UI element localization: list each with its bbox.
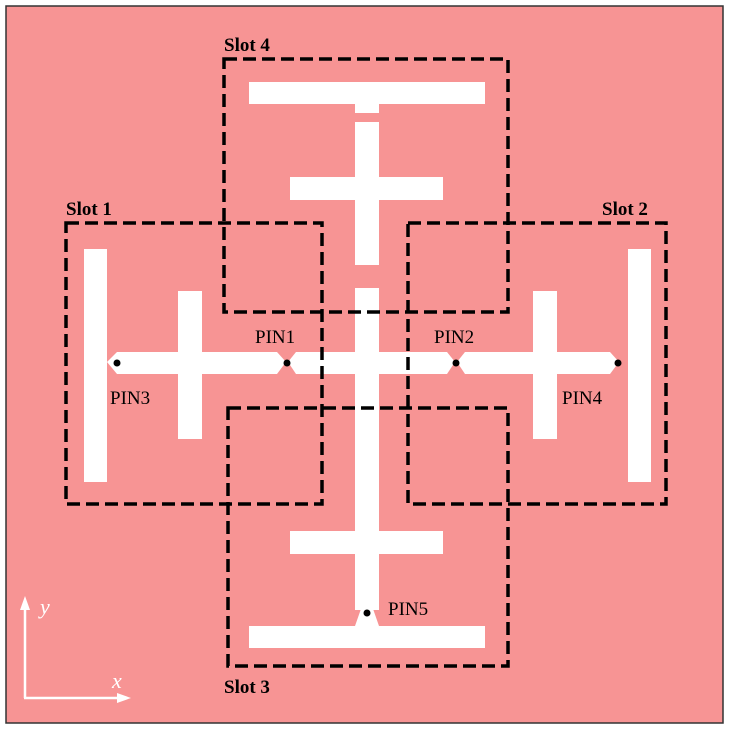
slot2-label: Slot 2 — [602, 199, 648, 220]
pin3-left-taper — [107, 352, 117, 374]
pin2-dot — [452, 359, 460, 367]
slot3-label: Slot 3 — [224, 677, 270, 698]
pin4-label: PIN4 — [562, 388, 603, 409]
pin1-right-taper — [288, 352, 296, 374]
pin2-left-taper — [447, 352, 455, 374]
pin5-dot — [363, 609, 371, 617]
right-outer-vertical — [628, 249, 651, 482]
pin5-label: PIN5 — [388, 599, 428, 620]
pin3-dot — [113, 359, 121, 367]
slot4-label: Slot 4 — [224, 35, 270, 56]
feed-center — [296, 352, 447, 374]
pin4-dot — [614, 359, 622, 367]
x-axis-label: x — [111, 668, 122, 693]
left-inner-vertical — [178, 291, 202, 439]
pin1-left-taper — [277, 352, 286, 374]
right-slot-structure — [533, 249, 651, 482]
pin3-label: PIN3 — [110, 388, 150, 409]
bottom-bar — [249, 626, 485, 648]
slot1-label: Slot 1 — [66, 199, 112, 220]
slot4-box — [222, 57, 510, 314]
pin1-label: PIN1 — [255, 327, 295, 348]
pin2-right-taper — [457, 352, 465, 374]
slot2-box — [406, 221, 668, 506]
pin1-dot — [283, 359, 291, 367]
y-axis-label: y — [38, 594, 50, 619]
central-vertical — [355, 288, 379, 610]
central-slot-structure — [249, 288, 485, 648]
upper-cross — [290, 177, 443, 200]
top-slot-structure — [249, 82, 485, 265]
slot1-box — [64, 221, 324, 506]
pin2-label: PIN2 — [434, 327, 474, 348]
slot3-box — [226, 406, 510, 668]
y-axis-arrowhead — [20, 596, 30, 610]
right-inner-vertical — [533, 291, 557, 439]
left-outer-vertical — [84, 249, 107, 482]
top-bar — [249, 82, 485, 104]
x-axis-arrowhead — [117, 693, 131, 703]
lower-cross — [290, 531, 443, 554]
left-slot-structure — [84, 249, 202, 482]
top-stub — [355, 103, 379, 113]
coordinate-axes: y x — [20, 594, 131, 703]
